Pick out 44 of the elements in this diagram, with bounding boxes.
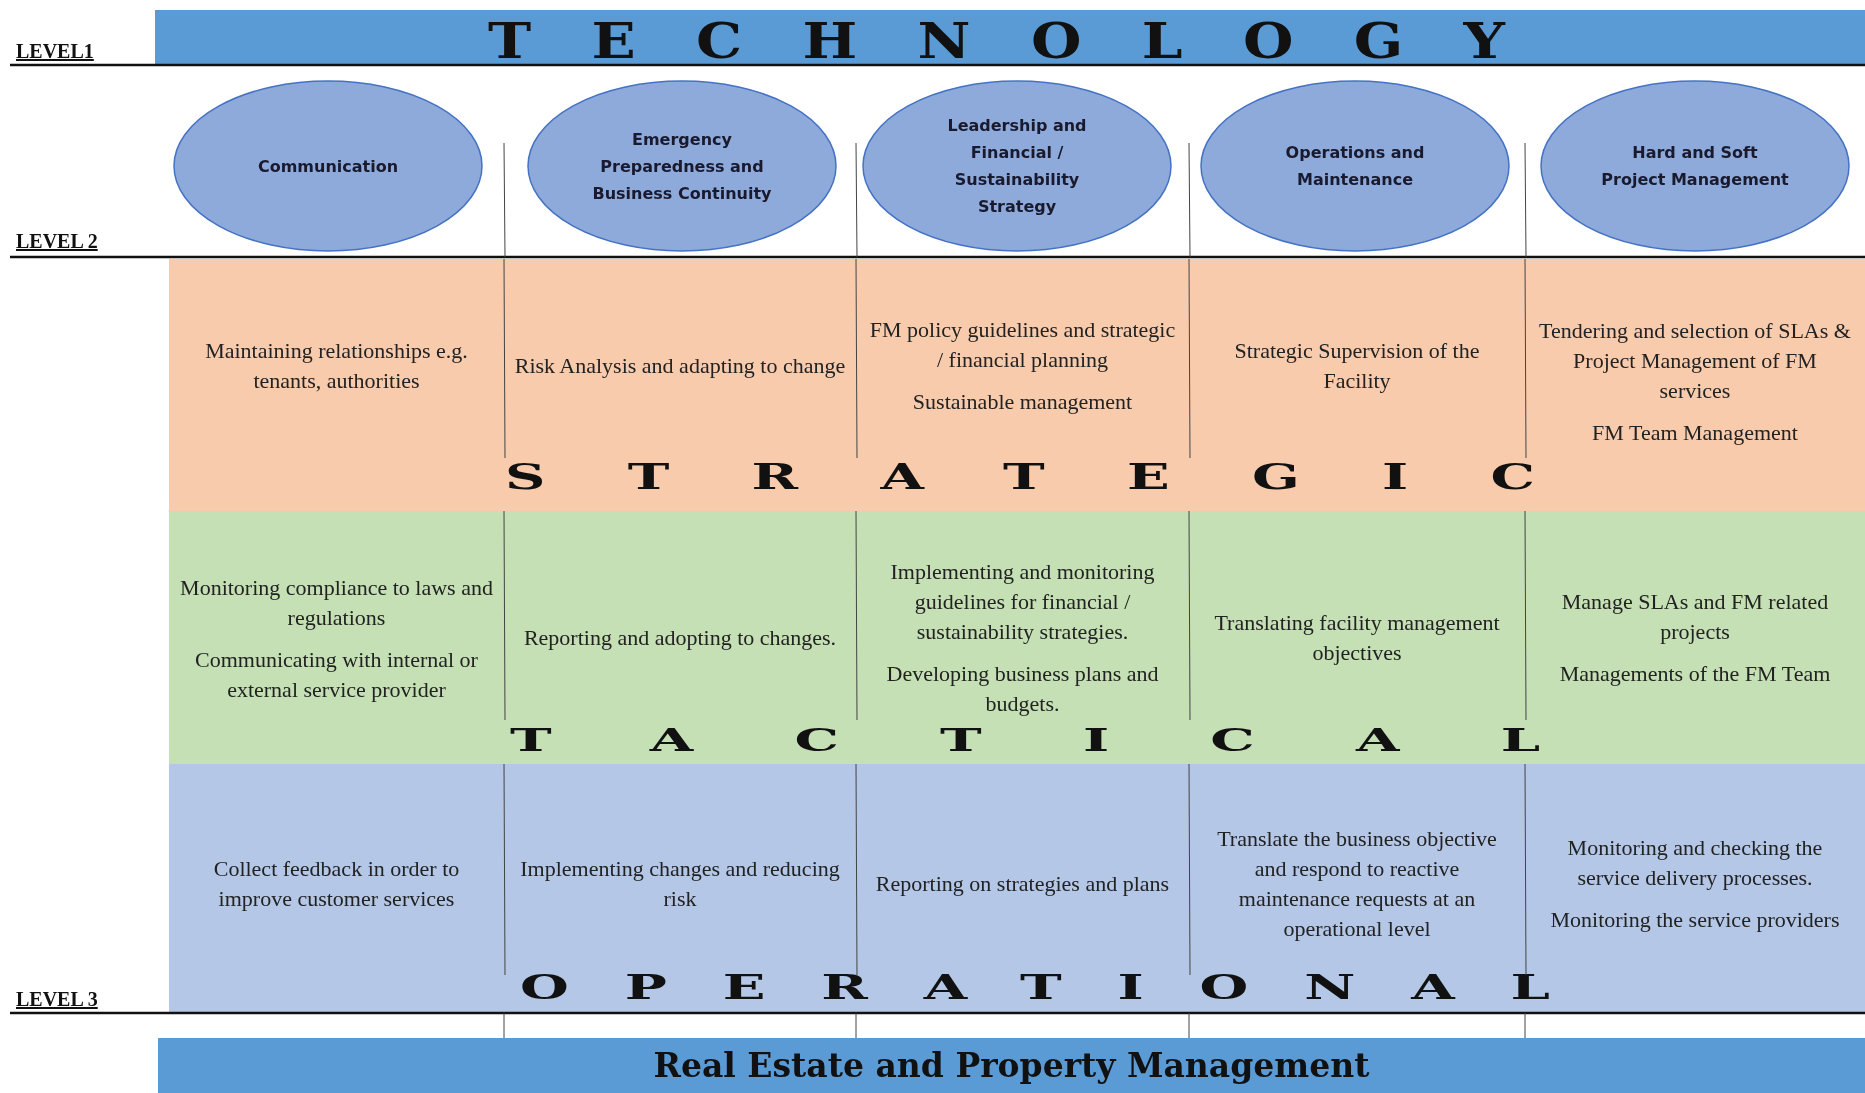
- cell-text: Collect feedback in order to improve customer services: [212, 855, 461, 913]
- cell-text: Manage SLAs and FM related projects: [1560, 587, 1830, 646]
- cell-text: Sustainable management: [911, 387, 1134, 416]
- category-label: Operations and Maintenance: [1284, 142, 1426, 191]
- category-label: Emergency Preparedness and Business Continuity: [591, 128, 773, 205]
- band-title: Real Estate and Property Management: [653, 1046, 1370, 1085]
- cell-text: Implementing changes and reducing risk: [519, 855, 841, 913]
- cell-text: Strategic Supervision of the Facility: [1233, 336, 1481, 395]
- cell-text: FM Team Management: [1591, 419, 1799, 447]
- cell-text: Reporting and adopting to changes.: [522, 623, 838, 652]
- category-label: Communication: [256, 155, 400, 178]
- cell-text: Monitoring and checking the service delivery processes.: [1566, 834, 1824, 892]
- cell-text: Monitoring the service providers: [1549, 906, 1841, 934]
- cell-text: Maintaining relationships e.g. tenants, authorities: [204, 336, 469, 395]
- cell-text: Implementing and monitoring guidelines for financial / sustainability strategies.: [889, 557, 1156, 646]
- cell-text: Developing business plans and budgets.: [885, 659, 1160, 718]
- title-word: STRATEGIC: [505, 459, 1618, 494]
- cell-text: Communicating with internal or external service provider: [194, 646, 479, 704]
- category-ellipse: [172, 79, 484, 253]
- category-ellipse: [526, 79, 838, 253]
- cell-text: Translating facility management objectives: [1213, 608, 1501, 667]
- category-ellipse: [1199, 79, 1511, 253]
- level-band: [169, 259, 1865, 511]
- cell-text: Reporting on strategies and plans: [874, 870, 1171, 898]
- header-band: [155, 10, 1865, 65]
- level-label: LEVEL1: [16, 40, 94, 63]
- category-ellipse: [1539, 79, 1851, 253]
- cell-text: Risk Analysis and adapting to change: [514, 351, 846, 380]
- level-band: [169, 764, 1865, 1013]
- cell-text: Managements of the FM Team: [1558, 659, 1832, 688]
- title-word: TACTICAL: [510, 723, 1642, 756]
- category-label: Leadership and Financial / Sustainability Strategy: [946, 115, 1088, 218]
- footer-band: [158, 1038, 1865, 1093]
- cell-text: Monitoring compliance to laws and regulations: [179, 574, 494, 632]
- cell-text: Tendering and selection of SLAs & Project Management of FM services: [1538, 317, 1852, 405]
- cell-text: FM policy guidelines and strategic / financial planning: [868, 315, 1177, 374]
- level-band: [169, 511, 1865, 764]
- category-ellipse: [861, 79, 1173, 253]
- level-label: LEVEL 2: [16, 230, 98, 253]
- cell-text: Translate the business objective and respond to reactive maintenance requests at an operational level: [1216, 825, 1498, 943]
- title-word: TECHNOLOGY: [488, 16, 1566, 66]
- level-label: LEVEL 3: [16, 988, 98, 1011]
- category-label: Hard and Soft Project Management: [1600, 142, 1790, 191]
- title-word: OPERATIONAL: [520, 970, 1606, 1004]
